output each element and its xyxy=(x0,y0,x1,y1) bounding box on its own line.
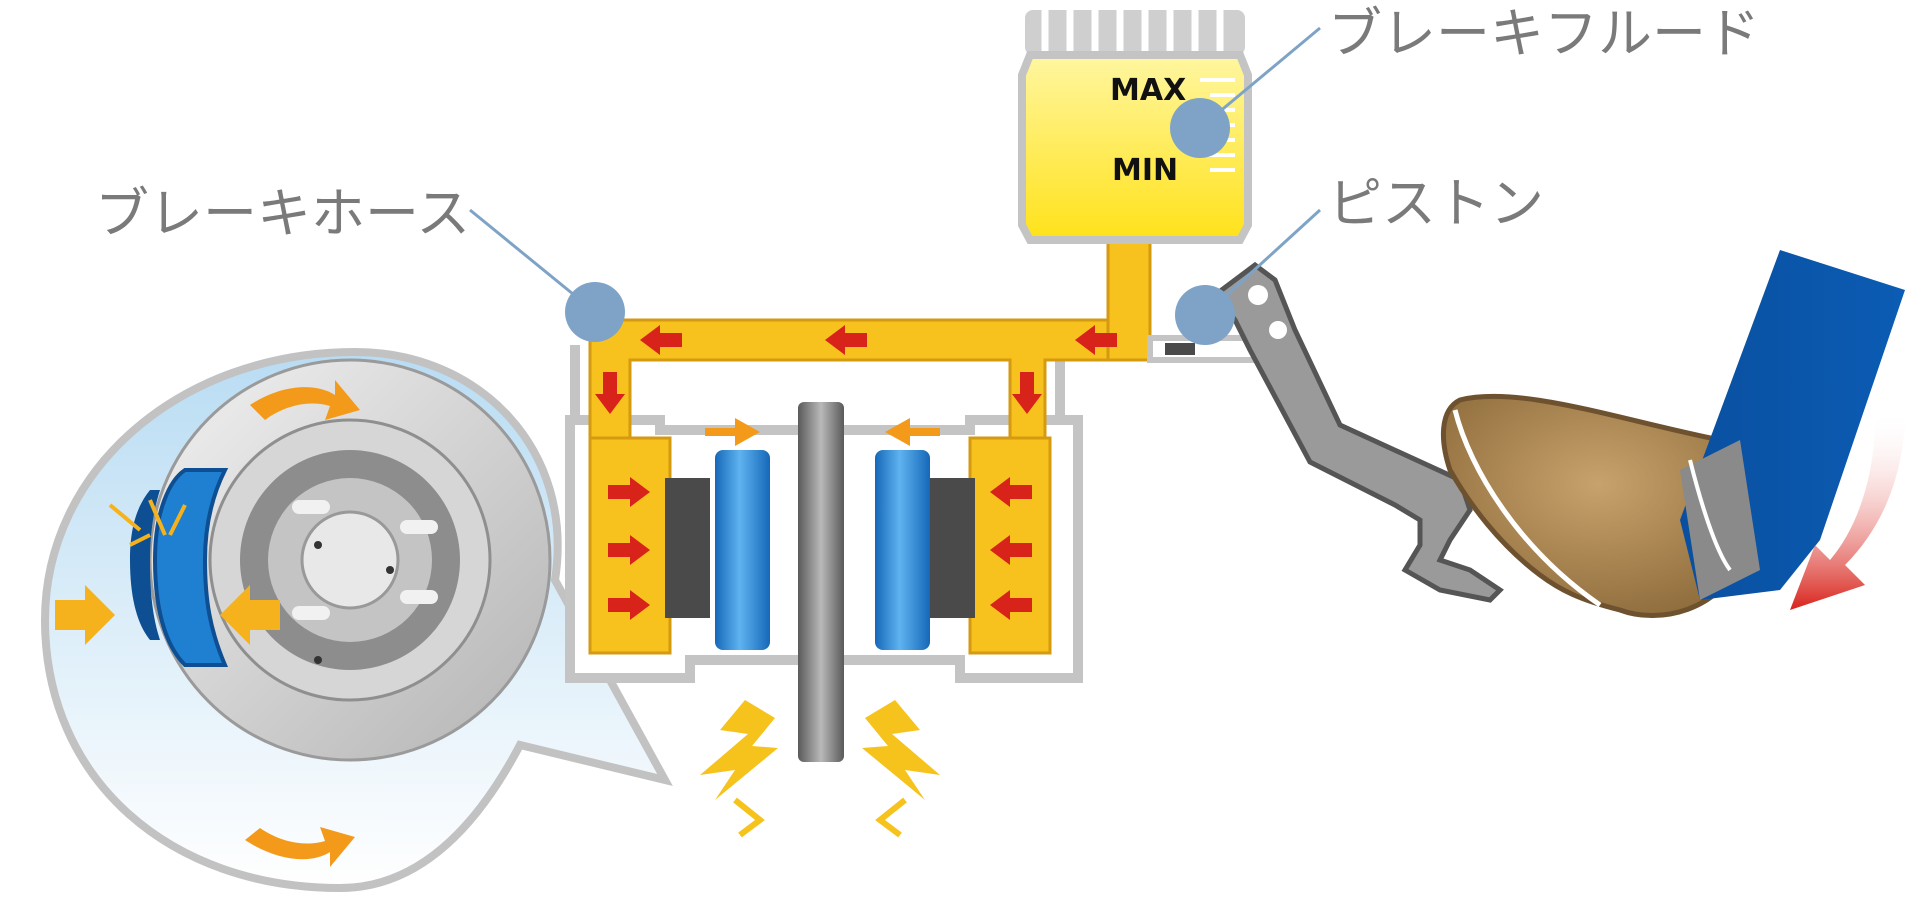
pad-move-arrow-left-icon xyxy=(705,418,760,446)
brake-rotor-icon xyxy=(798,402,844,762)
friction-spark-icon xyxy=(108,499,187,547)
spark-left-icon xyxy=(700,700,778,800)
shoe-icon xyxy=(1440,393,1756,619)
rotation-arrow-top-icon xyxy=(250,380,360,420)
max-level-label: MAX xyxy=(1110,73,1186,108)
brake-pad-icon xyxy=(152,468,229,667)
rotation-arrow-bottom-icon xyxy=(245,827,355,867)
pedal-arm-icon xyxy=(1211,261,1504,603)
piston-label: ピストン xyxy=(1328,172,1544,235)
press-motion-arrow-icon xyxy=(1790,410,1905,610)
caliper-piston-right xyxy=(930,478,975,618)
spark-right-icon xyxy=(862,700,940,800)
zoom-bubble xyxy=(40,347,673,893)
piston-marker xyxy=(1175,285,1235,345)
hub-icon xyxy=(300,510,400,610)
brake-hose-marker xyxy=(565,282,625,342)
squeeze-arrow-left-icon xyxy=(55,585,115,645)
callouts: ブレーキフルード ブレーキホース ピストン xyxy=(95,2,1760,345)
brake-pad-left-icon xyxy=(715,450,770,650)
brake-hose-label: ブレーキホース xyxy=(95,182,470,245)
brake-fluid-label: ブレーキフルード xyxy=(1328,2,1760,65)
squeeze-arrow-right-icon xyxy=(220,585,280,645)
reservoir-cap-icon xyxy=(1025,10,1245,55)
min-level-label: MIN xyxy=(1112,153,1178,188)
brake-pad-right-icon xyxy=(875,450,930,650)
caliper-piston-left xyxy=(665,478,710,618)
pad-move-arrow-right-icon xyxy=(885,418,940,446)
brake-fluid-marker xyxy=(1170,98,1230,158)
brake-pedal-assembly xyxy=(1147,250,1905,619)
caliper-assembly xyxy=(565,213,1152,838)
